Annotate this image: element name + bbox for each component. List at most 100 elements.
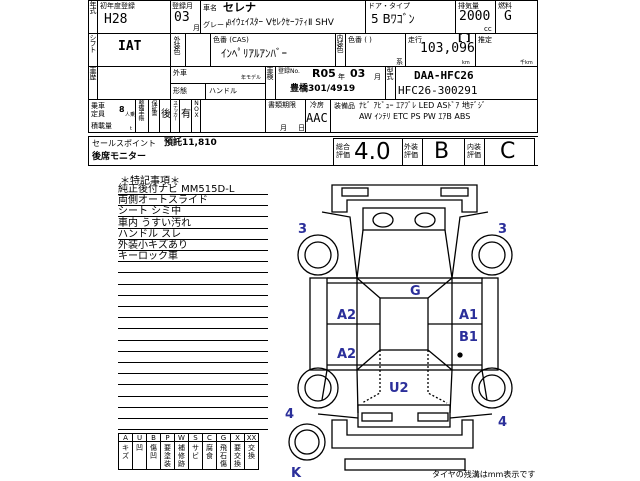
note-line [118, 318, 268, 330]
sticker-label: ステッカー [172, 100, 178, 120]
damage-mark: G [410, 284, 421, 299]
note-line [118, 341, 268, 352]
km-unit: km [462, 60, 470, 66]
note-line [118, 419, 268, 431]
damage-mark: K [291, 466, 302, 481]
inspection-month: 03 [350, 67, 366, 80]
form-label: 形態 [173, 87, 187, 95]
doc-month: 月 [280, 124, 287, 132]
door-type: 5 Bﾜｺﾞﾝ [371, 12, 415, 26]
door-label: ドア・タイプ [368, 2, 410, 10]
first-reg-label: 初年度登録 [100, 2, 135, 10]
note-item: 両側オートスライド [118, 195, 268, 207]
mileage-bracket: [ ] [458, 33, 471, 44]
damage-mark: 4 [498, 415, 508, 430]
handle-label: ハンドル [209, 87, 237, 95]
car-name: セレナ [223, 1, 256, 14]
capacity-label: 乗車定員 [91, 102, 105, 118]
note-item: 車内 うすい汚れ [118, 218, 268, 229]
equipment-line-1: ﾅﾋﾞ ｱﾋﾞｭｰ ｴｱﾌﾞﾚ LED ASﾄﾞｱ 地ﾃﾞｼﾞ [359, 101, 486, 110]
hood [362, 207, 446, 231]
sales-point-box: セールスポイント 預託11,810 後席モニター [88, 136, 538, 166]
note-line [118, 363, 268, 375]
damage-mark: 3 [298, 222, 308, 237]
ext-color-label: 外装色 [173, 36, 181, 54]
interior-score: C [500, 139, 516, 164]
capacity: 8 [119, 105, 125, 114]
damage-mark: 3 [498, 222, 508, 237]
doc-label: 書類期限 [268, 101, 296, 109]
model-year-label: 年モデル [241, 75, 262, 81]
inspection-year: R05 [312, 67, 336, 80]
recycle-fee: 預託11,810 [164, 138, 217, 148]
front-bumper [331, 184, 478, 213]
note-line [118, 397, 268, 408]
overall-label: 総合評価 [336, 143, 350, 159]
reg-no: 豊橋301/4919 [290, 84, 356, 94]
damage-mark: 4 [285, 407, 295, 422]
note-line [118, 330, 268, 341]
model-code: DAA-HFC26 [414, 69, 474, 82]
rear-value: 後 [161, 109, 171, 120]
rear-bumper [331, 419, 474, 449]
legend-meaning: 交換 [244, 441, 259, 470]
manual-label: 整備手帳 [137, 100, 144, 120]
note-item: 純正後付ナビ MM515D-L [118, 184, 268, 195]
ko-label: 系 [396, 58, 403, 66]
equipment-cell: 装備品 ﾅﾋﾞ ｱﾋﾞｭｰ ｴｱﾌﾞﾚ LED ASﾄﾞｱ 地ﾃﾞｼﾞ AW ｲ… [330, 99, 538, 133]
exterior-label: 外装評価 [404, 143, 418, 159]
front-right-fender [451, 211, 489, 279]
damage-mark: A1 [459, 308, 479, 323]
note-item: キーロック車 [118, 251, 268, 263]
thousand-km-unit: 千km [520, 60, 533, 66]
cc-unit: cc [484, 25, 492, 33]
mileage: 103,096 [420, 41, 475, 56]
nox-label: NOX [193, 100, 200, 118]
year-label: 年式 [89, 1, 97, 13]
equipment-line-2: AW ｲﾝﾃﾘ ETC PS PW ｴｱB ABS [359, 112, 471, 121]
tailgate [357, 404, 451, 428]
damage-mark: A2 [337, 347, 357, 362]
note-line [118, 296, 268, 307]
note-line [118, 374, 268, 386]
grade-label: グレード [203, 21, 231, 29]
displacement: 2000 [459, 9, 491, 24]
rear-right-fender [449, 369, 493, 419]
has-value: 有 [181, 109, 191, 120]
tire-note: タイヤの残溝はmm表示です [432, 470, 536, 479]
car-name-label: 車名 [203, 4, 217, 12]
damage-mark: A2 [337, 308, 357, 323]
int-color-no-label: 色番 ( ) [348, 36, 372, 44]
front-left-tire [297, 234, 339, 276]
note-line [118, 262, 268, 274]
load-label: 積載量 [91, 122, 112, 130]
inspection-label: 車検 [266, 67, 274, 79]
history-label: 車歴 [89, 67, 97, 79]
roof [379, 297, 429, 351]
note-line [118, 274, 268, 285]
displacement-label: 排気量 [458, 2, 479, 10]
year-unit: 年 [338, 73, 345, 81]
fuel: G [504, 9, 512, 24]
sales-note: 後席モニター [92, 152, 147, 162]
estimate-label: 推定 [478, 36, 492, 44]
grade: ﾊｲｳｪｲｽﾀｰ VｾﾚｸｾｰﾌﾃｨⅡ SHV [227, 18, 334, 28]
ac-cell: 冷房 AAC [305, 99, 331, 133]
load-unit: t [130, 126, 132, 132]
exterior-score: B [434, 139, 450, 164]
doc-day: 日 [298, 124, 305, 132]
notes-title: ＊特記事項＊ [120, 176, 180, 187]
reg-month-value: 03 [174, 10, 190, 25]
mileage-label: 走行 [408, 36, 422, 44]
note-line [118, 285, 268, 296]
damage-mark: B1 [459, 330, 478, 345]
note-line [118, 408, 268, 419]
color-no-label: 色番 (CAS) [213, 36, 249, 44]
reg-no-label: 登録No. [278, 68, 300, 75]
overall-score: 4.0 [354, 139, 391, 165]
spare-tire [288, 423, 326, 461]
front-right-tire [471, 234, 513, 276]
equipment-label: 装備品 [334, 102, 355, 110]
rear-left-fender [317, 369, 359, 419]
